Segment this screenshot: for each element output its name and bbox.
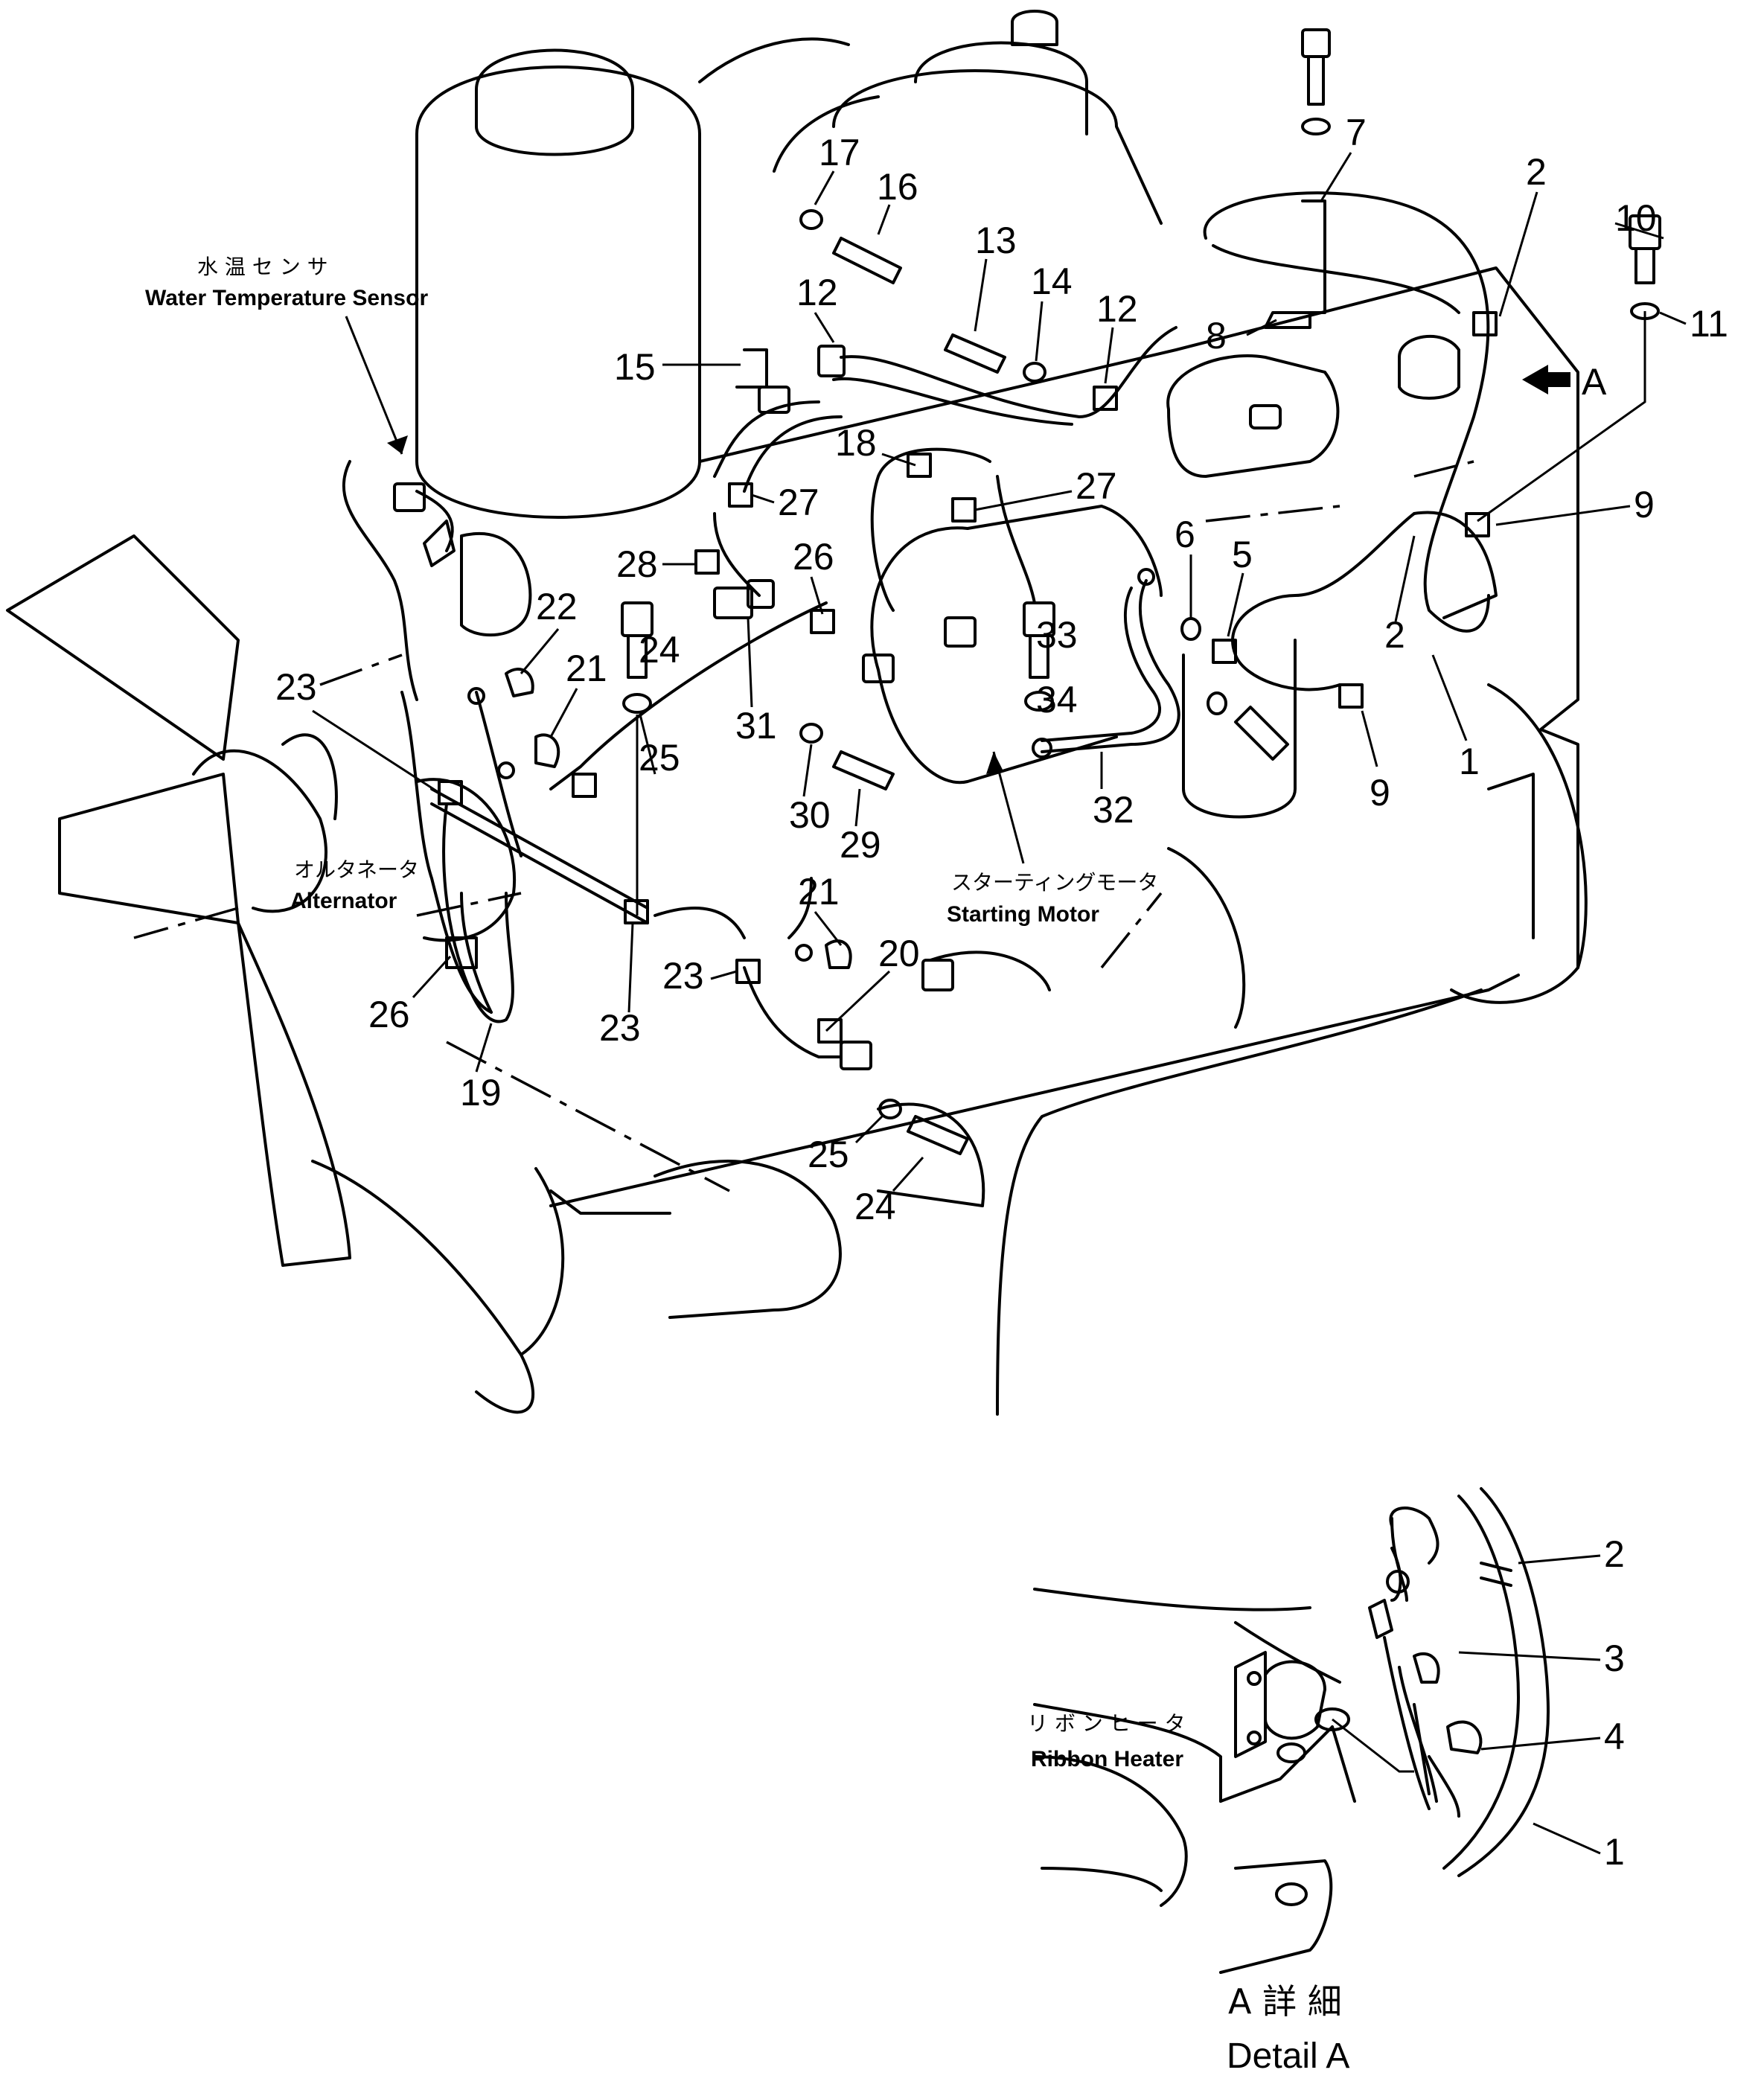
callout-25-top: 25 bbox=[639, 737, 680, 779]
callout-6: 6 bbox=[1175, 514, 1195, 555]
callout-12-left: 12 bbox=[796, 272, 838, 313]
callout-21-bottom: 21 bbox=[798, 871, 840, 913]
arrow-left-icon bbox=[1522, 365, 1570, 394]
callout-26-top: 26 bbox=[793, 536, 834, 578]
view-arrow-a: A bbox=[1522, 361, 1607, 403]
callout-20: 20 bbox=[878, 933, 920, 974]
callout-34: 34 bbox=[1036, 679, 1078, 720]
callout-30: 30 bbox=[789, 794, 831, 836]
callout-1: 1 bbox=[1459, 741, 1480, 782]
detail-title-jp: A 詳 細 bbox=[1228, 1981, 1342, 2022]
relay-box bbox=[1166, 354, 1340, 478]
callout-8: 8 bbox=[1206, 315, 1227, 357]
callout-14: 14 bbox=[1031, 261, 1073, 302]
callout-31: 31 bbox=[735, 705, 777, 747]
callout-9-bottom: 9 bbox=[1370, 772, 1390, 814]
components bbox=[393, 199, 1498, 1070]
starting-motor-label-jp: スターティングモータ bbox=[951, 870, 1158, 895]
detail-title-en: Detail A bbox=[1227, 2036, 1349, 2076]
callout-12-right: 12 bbox=[1096, 288, 1138, 330]
callout-7: 7 bbox=[1346, 112, 1367, 153]
callout-11: 11 bbox=[1690, 303, 1728, 345]
callout-26-bottom: 26 bbox=[368, 994, 410, 1035]
ribbon-heater-detail bbox=[1234, 1651, 1267, 1758]
callout-29: 29 bbox=[840, 824, 881, 866]
callout-13: 13 bbox=[975, 220, 1017, 261]
callout-9-top: 9 bbox=[1634, 484, 1655, 525]
callout-15: 15 bbox=[614, 346, 656, 388]
callout-27-left: 27 bbox=[778, 482, 819, 523]
callout-5: 5 bbox=[1232, 534, 1253, 575]
callout-24-bottom: 24 bbox=[854, 1186, 896, 1227]
callout-25-bottom: 25 bbox=[808, 1134, 849, 1175]
callout-17: 17 bbox=[819, 132, 860, 173]
callout-28: 28 bbox=[616, 543, 658, 585]
bolt-icon bbox=[1629, 214, 1661, 284]
callout-10: 10 bbox=[1615, 197, 1657, 239]
engine-outline bbox=[6, 10, 1588, 1416]
callout-18: 18 bbox=[835, 422, 877, 464]
callout-23-left: 23 bbox=[275, 666, 317, 708]
wiring-harness bbox=[342, 191, 1498, 1058]
ribbon-heater-label-en: Ribbon Heater bbox=[1031, 1747, 1183, 1771]
alternator-label-jp: オルタネータ bbox=[294, 857, 419, 882]
callout-22: 22 bbox=[536, 586, 578, 627]
fasteners bbox=[505, 28, 1661, 1155]
water-temp-label-jp: 水 温 セ ン サ bbox=[197, 255, 328, 279]
ribbon-heater-label-jp: リ ボ ン ヒ ー タ bbox=[1027, 1711, 1186, 1736]
detail-callout-1: 1 bbox=[1604, 1831, 1625, 1873]
detail-callout-3: 3 bbox=[1604, 1638, 1625, 1679]
bolt-icon bbox=[1301, 28, 1331, 106]
ribbon-heater-main bbox=[1398, 334, 1460, 400]
detail-a-inset: リ ボ ン ヒ ー タ Ribbon Heater 2 3 4 1 A 詳 細 … bbox=[1027, 1487, 1625, 2076]
detail-callout-4: 4 bbox=[1604, 1716, 1625, 1757]
view-marker: A bbox=[1582, 361, 1607, 403]
callout-24-top: 24 bbox=[639, 629, 680, 671]
callout-19: 19 bbox=[460, 1072, 502, 1114]
callout-32: 32 bbox=[1093, 789, 1134, 831]
callout-2-top: 2 bbox=[1526, 151, 1547, 193]
detail-callout-2: 2 bbox=[1604, 1533, 1625, 1575]
callout-33: 33 bbox=[1036, 614, 1078, 656]
starting-motor-label-en: Starting Motor bbox=[947, 902, 1099, 927]
callout-27-right: 27 bbox=[1076, 465, 1117, 507]
callout-21-top: 21 bbox=[566, 648, 607, 689]
water-temperature-sensor bbox=[393, 482, 426, 512]
callout-23-bottom: 23 bbox=[599, 1007, 641, 1049]
water-temp-label-en: Water Temperature Sensor bbox=[145, 286, 428, 310]
component-labels: 水 温 セ ン サ Water Temperature Sensor オルタネー… bbox=[145, 255, 1158, 927]
callout-16: 16 bbox=[877, 166, 918, 208]
callouts: 17 16 13 14 12 12 15 18 27 27 28 26 31 2… bbox=[275, 112, 1728, 1227]
callout-23-mid: 23 bbox=[662, 955, 704, 997]
alternator-label-en: Alternator bbox=[290, 889, 397, 913]
